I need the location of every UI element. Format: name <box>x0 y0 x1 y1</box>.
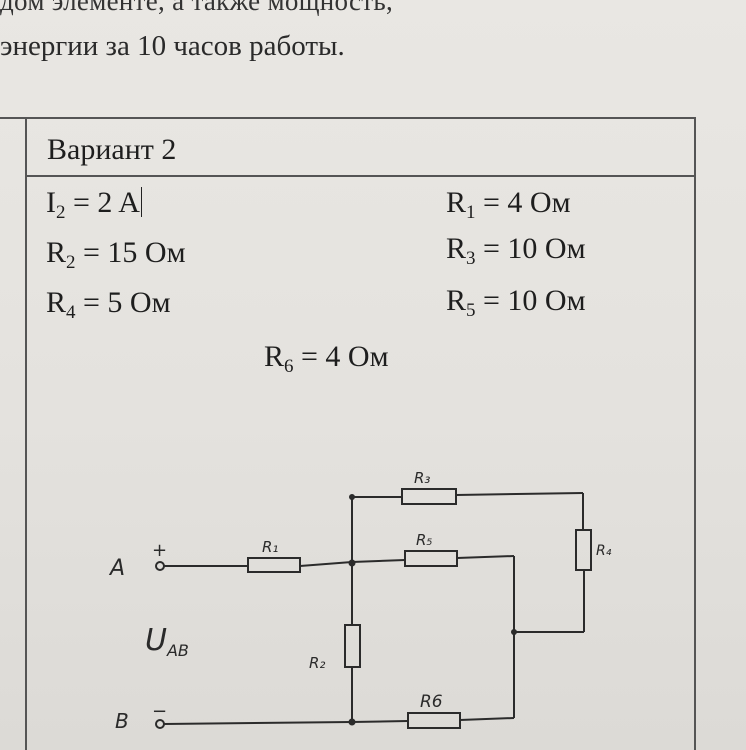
given-i2: I2 = 2 A <box>46 186 143 224</box>
wire-r6-right <box>459 717 515 721</box>
text-cursor <box>140 187 143 217</box>
header-line-1: дом элементе, а также мощность, <box>0 0 394 16</box>
given-r2-value: = 15 Ом <box>75 236 186 269</box>
wire-r1-node <box>299 561 353 567</box>
resistor-r2 <box>344 624 361 668</box>
junction-dot-top <box>349 494 355 500</box>
label-minus: − <box>152 701 167 722</box>
given-i2-value: = 2 A <box>65 186 140 219</box>
resistor-r3 <box>401 488 457 505</box>
given-r5-symbol: R <box>446 284 467 317</box>
given-r5: R5 = 10 Ом <box>446 284 586 322</box>
given-r6-symbol: R <box>264 340 285 373</box>
label-r2: R₂ <box>309 654 325 672</box>
label-r3: R₃ <box>414 469 430 487</box>
given-r3-value: = 10 Ом <box>475 232 586 265</box>
resistor-r1 <box>247 557 301 573</box>
label-plus: + <box>152 540 167 561</box>
given-r3: R3 = 10 Ом <box>446 232 586 270</box>
given-r6-value: = 4 Ом <box>293 340 389 373</box>
given-r2-sub: 2 <box>66 252 76 273</box>
given-r2-symbol: R <box>46 236 67 269</box>
given-r6-sub: 6 <box>284 356 294 377</box>
given-r5-sub: 5 <box>466 300 476 321</box>
resistor-r6 <box>407 712 461 729</box>
wire-node-r6 <box>351 720 409 723</box>
label-node-a: A <box>108 556 125 581</box>
wire-r3-right <box>455 492 584 496</box>
wire-node-r5 <box>351 559 406 563</box>
header-line-2: энергии за 10 часов работы. <box>0 30 345 62</box>
wire-b-node <box>163 721 353 725</box>
given-r6: R6 = 4 Ом <box>264 340 389 378</box>
label-r6: R6 <box>420 692 443 712</box>
label-r5: R₅ <box>416 531 432 549</box>
table-right-border <box>694 117 696 750</box>
given-r4-symbol: R <box>46 286 67 319</box>
terminal-a <box>155 561 165 571</box>
resistor-r4 <box>575 529 592 571</box>
table-header-divider <box>25 175 696 177</box>
label-voltage-sub: AB <box>166 641 189 660</box>
variant-title: Вариант 2 <box>47 133 177 166</box>
resistor-r5 <box>404 550 458 567</box>
given-r3-sub: 3 <box>466 248 476 269</box>
given-i2-symbol: I <box>46 186 56 219</box>
label-r1: R₁ <box>262 538 278 556</box>
given-r4-value: = 5 Ом <box>75 286 171 319</box>
given-i2-sub: 2 <box>56 202 66 223</box>
junction-dot-bottom <box>348 718 356 726</box>
circuit-diagram: A + B − UAB R₁ R₂ R₃ R₄ R₅ R6 <box>108 469 612 733</box>
given-r3-symbol: R <box>446 232 467 265</box>
given-r1-sub: 1 <box>466 202 476 223</box>
junction-dot-right <box>511 629 517 635</box>
table-top-border <box>0 117 694 119</box>
junction-dot-middle <box>348 559 356 567</box>
given-r5-value: = 10 Ом <box>475 284 586 317</box>
label-node-b: B <box>115 709 129 733</box>
given-r4: R4 = 5 Ом <box>46 286 171 324</box>
given-r2: R2 = 15 Ом <box>46 236 186 274</box>
given-r1: R1 = 4 Ом <box>446 186 571 224</box>
given-r4-sub: 4 <box>66 302 76 323</box>
given-r1-symbol: R <box>446 186 467 219</box>
table-left-divider <box>25 117 27 750</box>
wire-r5-right <box>456 555 515 559</box>
label-voltage-main: U <box>145 623 167 658</box>
label-voltage: UAB <box>145 623 189 660</box>
given-r1-value: = 4 Ом <box>475 186 571 219</box>
label-r4: R₄ <box>596 543 612 559</box>
